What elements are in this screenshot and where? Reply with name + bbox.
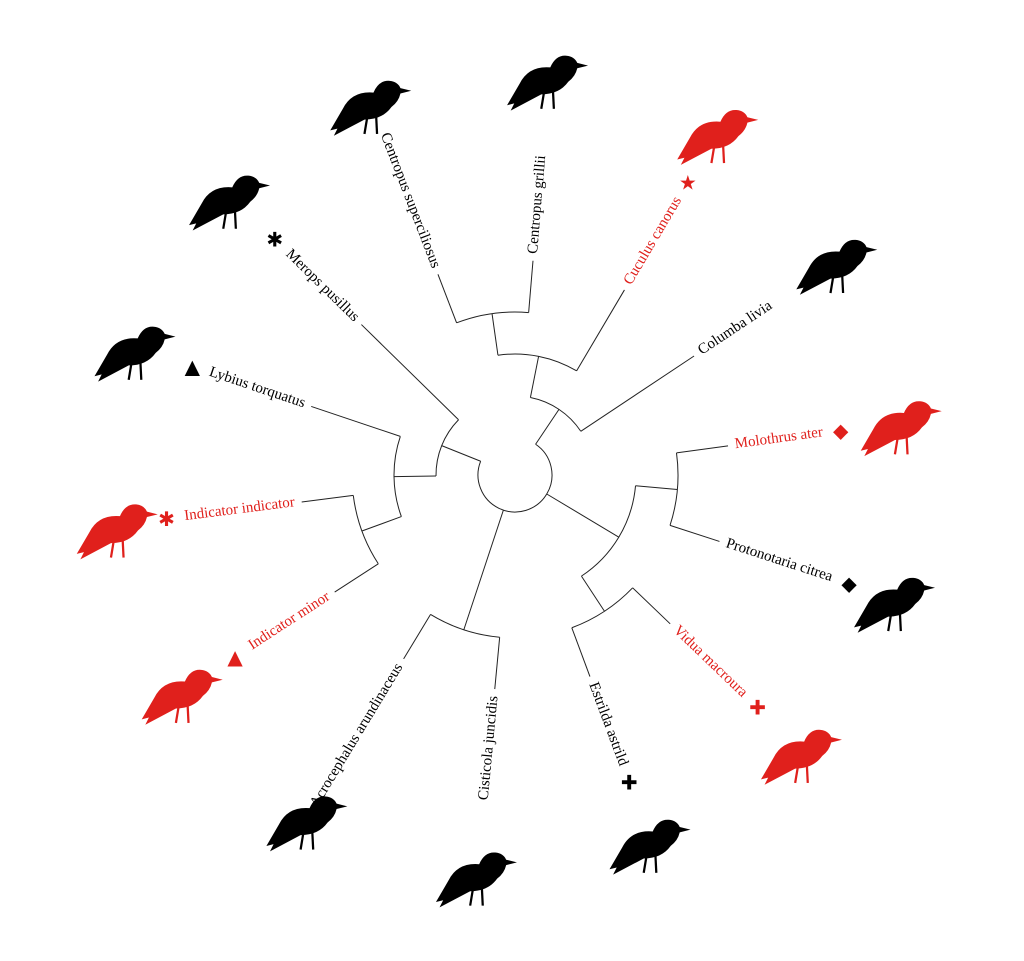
tree-branch bbox=[463, 509, 504, 630]
cross-icon: ✚ bbox=[749, 696, 766, 720]
bird-silhouette-icon bbox=[760, 729, 842, 785]
tree-branches bbox=[301, 260, 729, 690]
leaf-label: Vidua macroura bbox=[670, 622, 751, 700]
tree-branch bbox=[403, 614, 431, 660]
leaf-label: Indicator minor bbox=[246, 589, 333, 653]
bird-silhouette-icon bbox=[860, 401, 942, 457]
diamond-icon: ◆ bbox=[841, 572, 857, 596]
tree-branch bbox=[669, 524, 720, 542]
triangle-icon: ▲ bbox=[227, 645, 243, 669]
leaf-label: Centropus superciliosus bbox=[377, 130, 444, 270]
tree-branch bbox=[301, 494, 354, 503]
bird-silhouette-icon bbox=[435, 852, 517, 908]
tree-branch bbox=[535, 409, 560, 445]
leaf-label: Cuculus canorus bbox=[621, 194, 686, 288]
bird-silhouette-icon bbox=[76, 504, 158, 560]
tree-branch bbox=[546, 493, 620, 538]
leaf-label: Merops pusillus bbox=[282, 246, 362, 325]
tree-branch bbox=[580, 355, 695, 432]
leaf-label: Indicator indicator bbox=[183, 494, 295, 524]
bird-silhouette-icon bbox=[677, 109, 759, 165]
bird-silhouette-icon bbox=[609, 819, 691, 875]
tree-branch bbox=[394, 475, 437, 478]
leaf-label: Acrocephalus arundinaceus bbox=[307, 660, 406, 810]
tree-branch bbox=[581, 575, 605, 612]
bird-silhouette-icon bbox=[266, 796, 348, 852]
star-icon: ★ bbox=[679, 171, 697, 195]
tree-branch bbox=[311, 405, 401, 437]
leaf-label: Estrilda astrild bbox=[585, 680, 631, 768]
leaf-label: Molothrus ater bbox=[734, 424, 824, 452]
bird-silhouette-icon bbox=[330, 80, 412, 136]
bird-silhouettes bbox=[76, 55, 942, 908]
tree-branch bbox=[491, 313, 499, 356]
tree-branch bbox=[676, 445, 729, 454]
tree-arc bbox=[477, 443, 553, 513]
leaf-label: Columba livia bbox=[695, 298, 775, 359]
tree-branch bbox=[632, 587, 671, 625]
pair-markers: ★ ◆ ◆ ✚ ✚ ★ ▲ ✱ ▲ ✱ bbox=[158, 171, 857, 834]
tree-branch bbox=[361, 516, 402, 532]
tree-branch bbox=[334, 563, 379, 593]
tree-branch bbox=[494, 637, 501, 690]
diamond-icon: ◆ bbox=[833, 418, 849, 442]
tree-branch bbox=[571, 627, 591, 677]
tree-branch bbox=[529, 356, 540, 398]
bird-silhouette-icon bbox=[94, 326, 176, 382]
tree-branch bbox=[437, 274, 458, 324]
tree-branch bbox=[441, 445, 481, 462]
tree-branch bbox=[576, 289, 625, 372]
cross-icon: ✚ bbox=[621, 770, 638, 794]
tree-branch bbox=[635, 485, 678, 490]
bird-silhouette-icon bbox=[189, 175, 271, 231]
bird-silhouette-icon bbox=[854, 577, 936, 633]
star-icon: ★ bbox=[296, 810, 314, 834]
leaf-label: Cisticola juncidis bbox=[476, 695, 502, 801]
leaf-label: Lybius torquatus bbox=[207, 364, 307, 411]
asterisk-icon: ✱ bbox=[158, 507, 175, 531]
bird-silhouette-icon bbox=[141, 669, 223, 725]
tree-branch bbox=[361, 324, 459, 421]
leaf-label: Protonotaria citrea bbox=[724, 535, 835, 585]
tree-branch bbox=[528, 260, 534, 313]
tree-arc bbox=[581, 485, 637, 577]
asterisk-icon: ✱ bbox=[266, 228, 283, 252]
bird-silhouette-icon bbox=[796, 239, 878, 295]
triangle-icon: ▲ bbox=[185, 354, 201, 378]
bird-silhouette-icon bbox=[507, 55, 589, 111]
leaf-label: Centropus grillii bbox=[525, 155, 549, 255]
